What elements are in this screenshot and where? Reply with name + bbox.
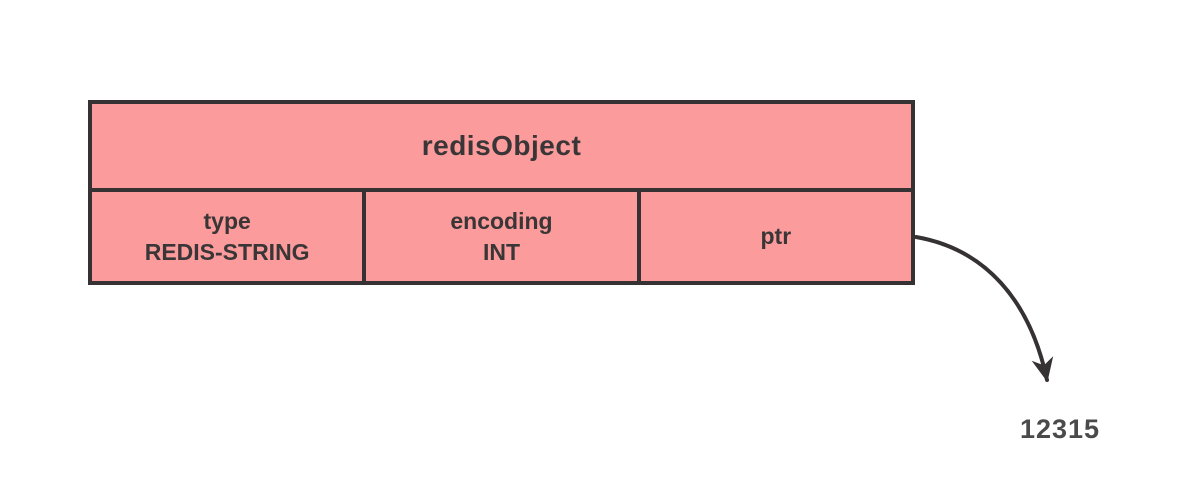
cell-encoding-label: encoding [450, 207, 553, 234]
cell-encoding: encoding INT [362, 192, 636, 281]
cell-type-label: type [203, 207, 251, 234]
cell-encoding-value: INT [482, 238, 521, 265]
cell-ptr: ptr [636, 192, 911, 281]
redis-object-fields: type REDIS-STRING encoding INT ptr [92, 192, 911, 281]
redis-object-title: redisObject [421, 130, 582, 161]
cell-type: type REDIS-STRING [92, 192, 362, 281]
cell-type-value: REDIS-STRING [144, 238, 310, 265]
cell-ptr-label: ptr [760, 223, 792, 249]
redis-object-header: redisObject [92, 104, 911, 192]
redis-object-box: redisObject type REDIS-STRING encoding I… [88, 100, 915, 285]
pointer-target-value: 12315 [1019, 414, 1101, 444]
